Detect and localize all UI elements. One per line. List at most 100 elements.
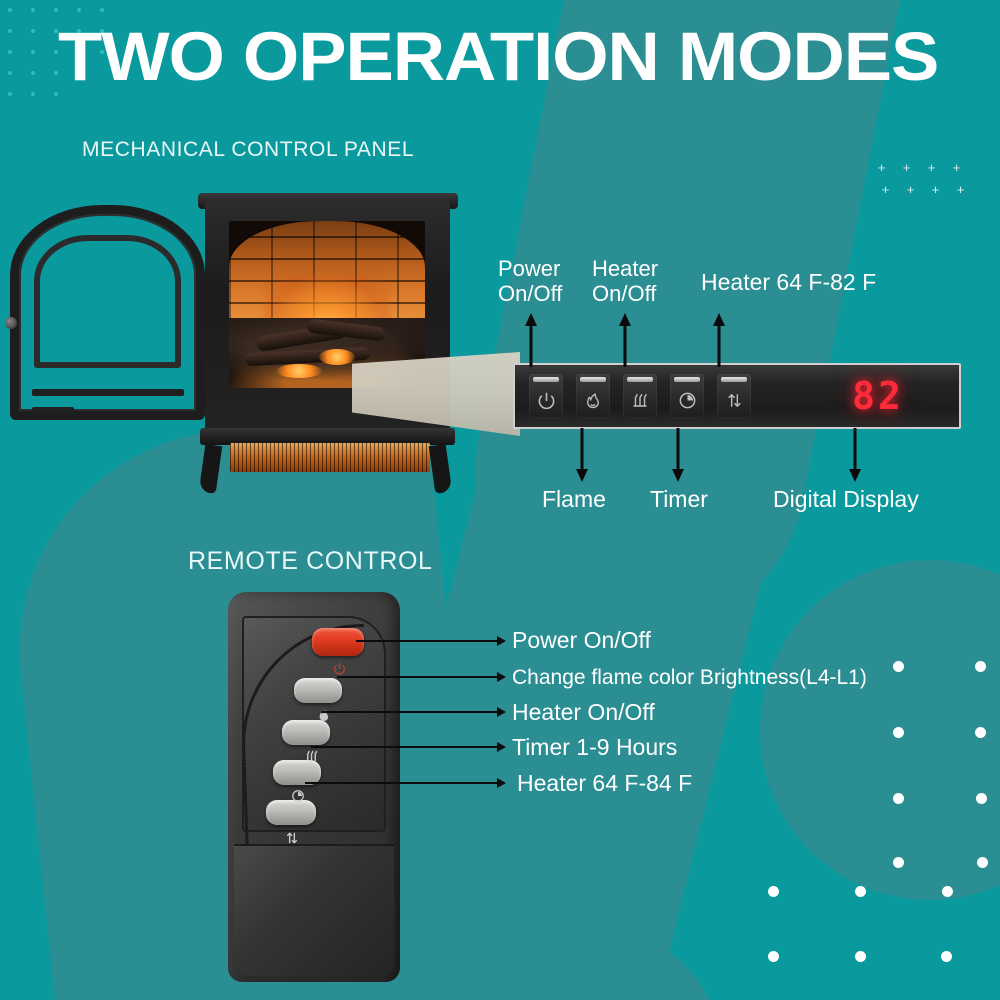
decorative-dot [893,793,904,804]
button-cap [580,377,606,382]
section-heading-remote-control: REMOTE CONTROL [188,547,433,575]
power-icon [332,661,346,675]
decorative-dot [855,951,866,962]
decorative-dot [975,727,986,738]
electric-stove-product-image [0,185,480,495]
up-down-arrows-icon [284,829,300,847]
decorative-plus: + [902,160,911,175]
decorative-dot [855,886,866,897]
decorative-dot [768,951,779,962]
decorative-dot [893,857,904,868]
decorative-dot [893,661,904,672]
remote-heater-button[interactable] [282,720,330,745]
button-cap [721,377,747,382]
decorative-plus: + [877,160,886,175]
remote-power-button[interactable] [312,628,364,656]
background-swoosh-upper [447,0,943,664]
decorative-dot [54,92,58,96]
button-cap [627,377,653,382]
decorative-dot [100,50,104,54]
panel-flame-button[interactable] [576,374,610,418]
remote-temperature-button[interactable] [266,800,316,825]
remote-flame-button[interactable] [294,678,342,703]
label-flame: Flame [542,486,606,512]
decorative-dot [975,661,986,672]
arrow-to-timer-label [671,428,685,487]
heat-waves-icon [623,386,657,414]
decorative-dot [31,29,35,33]
callout-line-timer [311,746,497,748]
decorative-dot [31,71,35,75]
remote-label-heater-on-off: Heater On/Off [512,699,655,725]
infrared-heating-element [230,443,430,472]
callout-arrow-power [497,636,506,646]
decorative-dot [941,951,952,962]
decorative-dot [31,8,35,12]
button-cap [533,377,559,382]
decorative-dot [100,8,104,12]
door-cross-bar [32,389,184,396]
decorative-plus: + [881,182,890,197]
decorative-dot [54,71,58,75]
remote-label-flame-color: Change flame color Brightness(L4-L1) [512,666,867,689]
decorative-dot [31,92,35,96]
button-cap [674,377,700,382]
panel-heater-button[interactable] [623,374,657,418]
panel-timer-button[interactable] [670,374,704,418]
mechanical-control-panel: 82 [513,363,961,429]
timer-icon [670,386,704,414]
decorative-dot [8,71,12,75]
arrow-to-digital-display-label [848,428,862,487]
decorative-dot [8,8,12,12]
decorative-dot [77,71,81,75]
background-circle-accent [760,560,1000,900]
remote-control-product-image [228,592,400,982]
decorative-plus: + [931,182,940,197]
callout-line-power [356,640,497,642]
remote-label-heater-range: Heater 64 F-84 F [517,770,693,796]
decorative-dot [31,50,35,54]
power-icon [529,386,563,414]
log-set [229,317,425,388]
decorative-dot [8,29,12,33]
label-digital-display: Digital Display [773,486,919,512]
decorative-dot [977,857,988,868]
callout-arrow-flame-color [497,672,506,682]
decorative-dot [8,50,12,54]
callout-arrow-timer [497,742,506,752]
label-heater-on-off: Heater On/Off [592,256,659,306]
heat-waves-icon [302,747,320,763]
door-outer-frame [10,205,205,420]
digital-display-value: 82 [852,374,904,418]
decorative-dot [77,29,81,33]
remote-label-power-on-off: Power On/Off [512,627,651,653]
decorative-plus: + [952,160,961,175]
door-latch-knob [5,317,17,329]
decorative-plus: + [956,182,965,197]
remote-label-timer-hours: Timer 1-9 Hours [512,734,678,760]
stove-base-plate [200,428,455,445]
ember-glow [319,348,356,365]
decorative-dot [893,727,904,738]
decorative-dot [54,50,58,54]
panel-temperature-button[interactable] [717,374,751,418]
door-handle-bar [32,407,74,414]
timer-icon [290,788,306,804]
stove-leg-left [198,444,223,494]
stove-firebox-window [229,221,425,388]
flame-icon [576,386,610,414]
decorative-dot [77,8,81,12]
flame-icon [316,706,332,722]
label-heater-temperature-range: Heater 64 F-82 F [701,269,877,295]
callout-line-flame-color [337,676,497,678]
decorative-dot [942,886,953,897]
remote-timer-button[interactable] [273,760,321,785]
panel-power-button[interactable] [529,374,563,418]
page-title: TWO OPERATION MODES [58,18,939,95]
decorative-plus: + [927,160,936,175]
decorative-plus: + [906,182,915,197]
decorative-dot [77,50,81,54]
door-inner-frame [34,235,181,368]
decorative-dot [54,8,58,12]
